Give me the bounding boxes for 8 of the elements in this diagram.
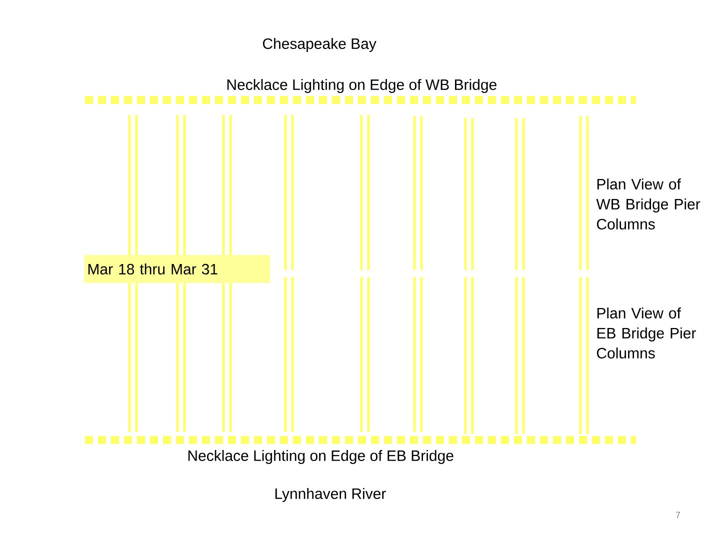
title-text: Chesapeake Bay (262, 38, 376, 52)
view-label: Plan View of WB Bridge Pier Columns (596, 178, 700, 230)
bridge-label: Necklace Lighting on Edge of EB Bridge (188, 450, 454, 464)
bridge-label: Necklace Lighting on Edge of WB Bridge (227, 79, 496, 93)
view-label: Plan View of EB Bridge Pier Columns (596, 307, 696, 358)
date-box: Mar 18 thru Mar 31 (84, 255, 270, 283)
slide-number: 7 (676, 512, 680, 518)
river-label: Lynnhaven River (275, 488, 386, 502)
